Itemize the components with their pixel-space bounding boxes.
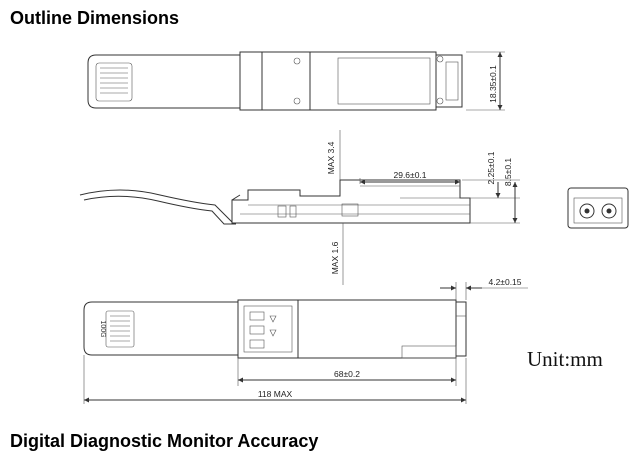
dim-2-25: 2.25±0.1 (486, 151, 496, 184)
dim-29-6: 29.6±0.1 (393, 170, 426, 180)
dim-4-2: 4.2±0.15 (488, 277, 521, 287)
ddm-accuracy-heading: Digital Diagnostic Monitor Accuracy (10, 431, 319, 451)
dim-8-5: 8.5±0.1 (503, 158, 513, 187)
dim-max-3-4: MAX 3.4 (326, 141, 336, 174)
outline-dimensions-heading: Outline Dimensions (10, 8, 180, 28)
dim-max-1-6: MAX 1.6 (330, 241, 340, 274)
bottom-view: 100G 4.2±0.15 68±0.2 118 MAX (83, 277, 528, 404)
unit-label: Unit:mm (527, 347, 603, 371)
dim-118-max: 118 MAX (258, 389, 293, 399)
dim-height-top: 18.35±0.1 (488, 65, 498, 103)
top-view: 18.35±0.1 (87, 51, 505, 111)
module-marking: 100G (99, 320, 106, 337)
dim-68: 68±0.2 (334, 369, 360, 379)
side-view: MAX 3.4 29.6±0.1 2.25±0.1 8.5±0.1 MAX 1.… (79, 130, 520, 285)
end-view (567, 187, 629, 229)
